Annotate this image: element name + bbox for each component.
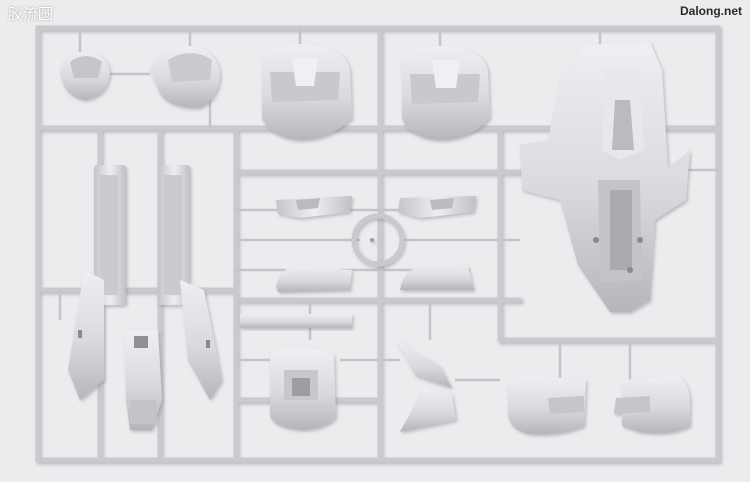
center-part-lower-right: [400, 264, 474, 290]
center-part-lower-left: [276, 266, 352, 292]
arm-part-left: [68, 165, 126, 400]
lower-box-part: [124, 330, 162, 430]
arm-part-right: [158, 165, 222, 400]
runner-ring: [351, 213, 405, 267]
center-part-upper-left: [276, 196, 352, 218]
chest-armor-left: [262, 44, 352, 140]
fin-part: [396, 340, 456, 432]
shoulder-part-right: [614, 376, 690, 434]
lower-strip-part: [240, 314, 352, 328]
chest-armor-right: [402, 46, 490, 140]
head-part-right: [150, 46, 220, 108]
square-core-part: [270, 348, 336, 430]
center-part-upper-right: [398, 196, 476, 218]
torso-large-part: [520, 42, 690, 312]
shoulder-part-left: [508, 376, 586, 435]
head-part-left: [60, 52, 110, 100]
